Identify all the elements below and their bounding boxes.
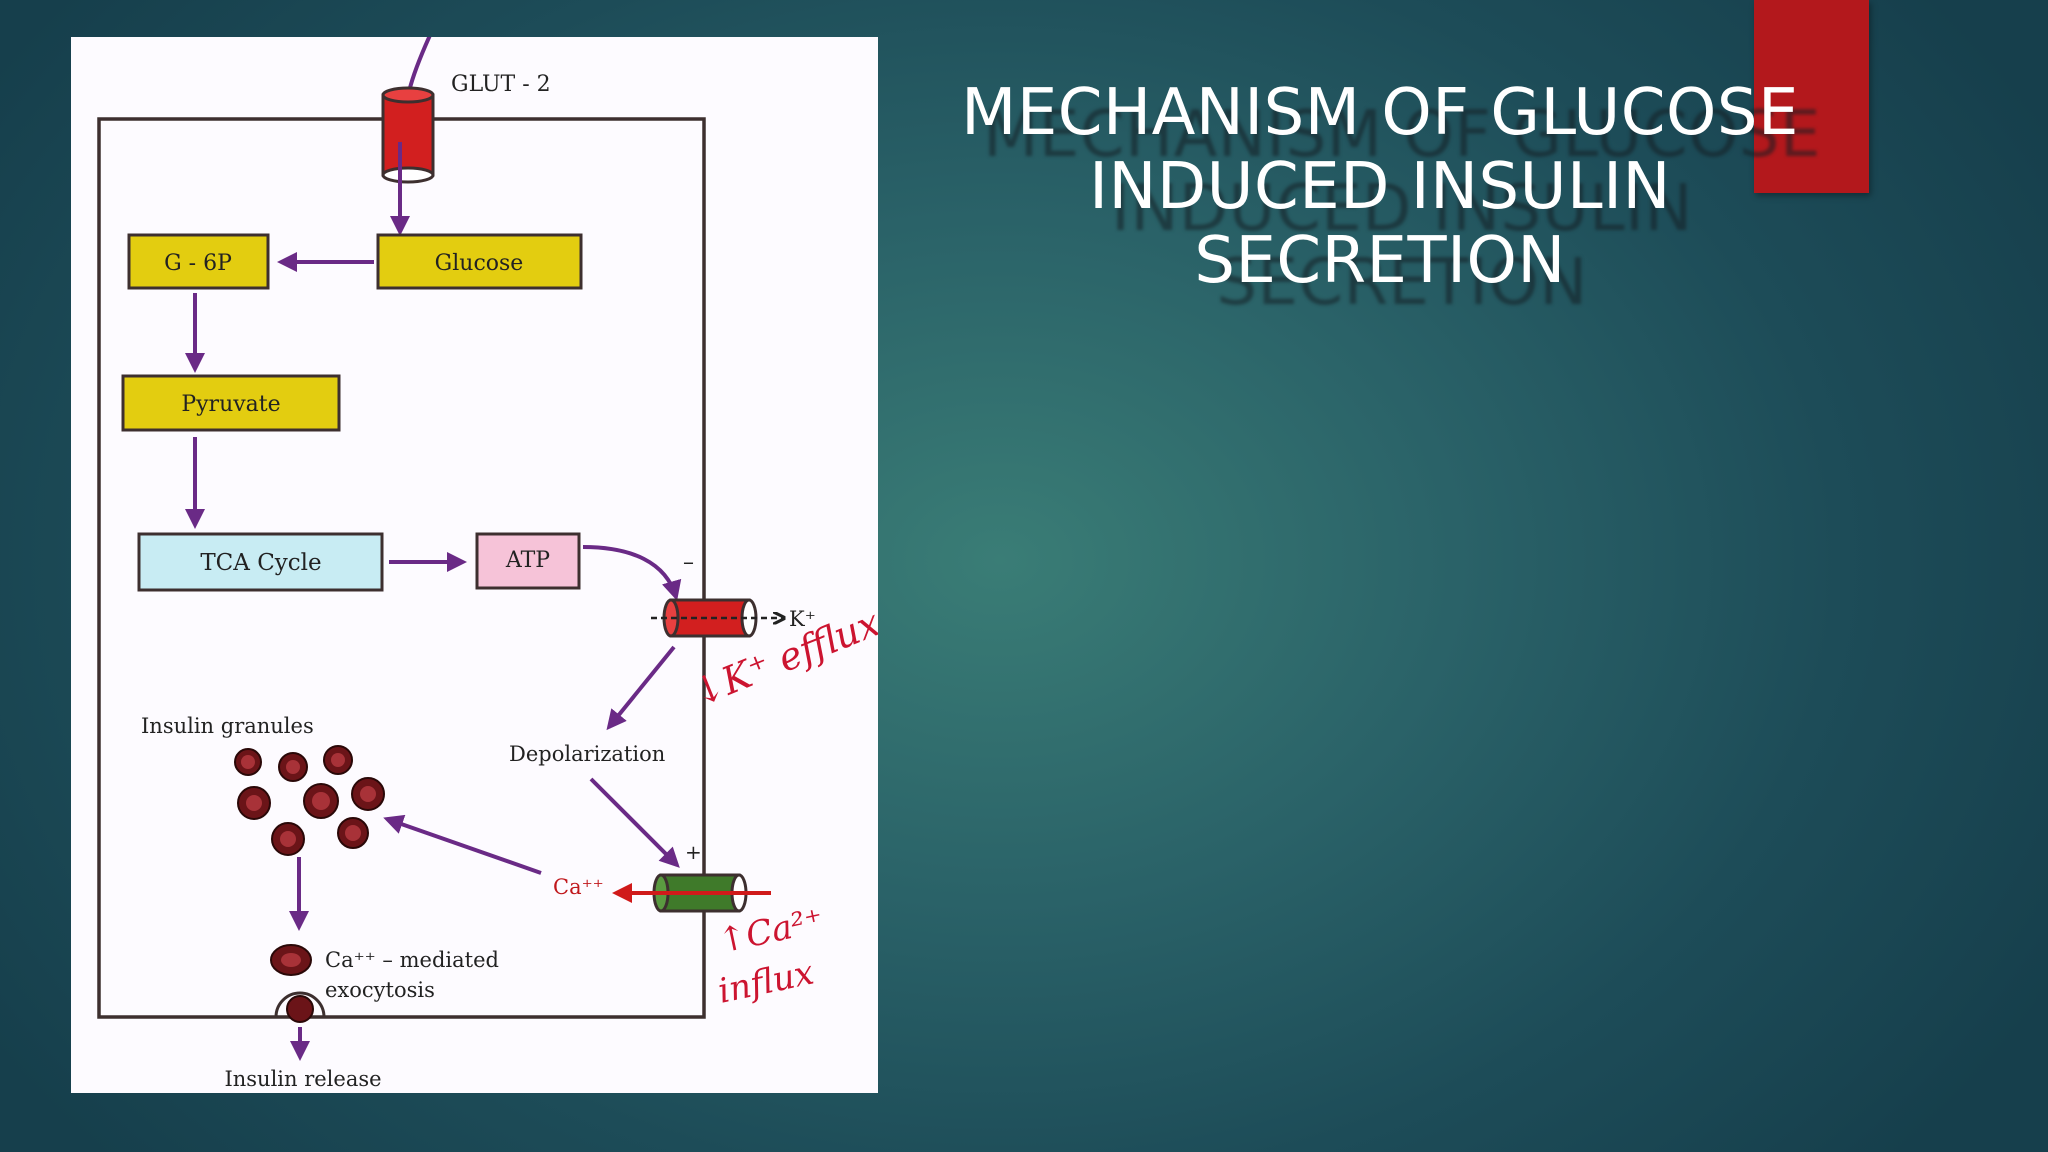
diagram-image: GLUT - 2 Glucose G - 6P Pyruvate TCA Cyc…: [71, 32, 886, 1093]
accent-bar: [1754, 0, 1869, 193]
insulin-granules: [234, 745, 385, 856]
tca-cycle-label: TCA Cycle: [200, 550, 321, 576]
pyruvate-box: [121, 374, 341, 432]
insulin-release-label: Insulin release: [224, 1067, 381, 1091]
glut2-label: GLUT - 2: [451, 72, 551, 97]
k-atp-channel: [651, 598, 783, 638]
glucose-label: Glucose: [435, 251, 524, 276]
g6p-label: G - 6P: [164, 251, 232, 276]
k-channel-minus-sign: –: [683, 550, 694, 575]
arrow-ca-to-granules: [383, 814, 542, 875]
exocytosis-label-line-2: exocytosis: [325, 978, 435, 1002]
mechanism-diagram: GLUT - 2 Glucose G - 6P Pyruvate TCA Cyc…: [97, 32, 886, 1091]
title-line-3: SECRETION: [1194, 224, 1566, 298]
k-ion-label: K⁺: [789, 607, 816, 631]
pyruvate-label: Pyruvate: [181, 392, 280, 417]
arrow-depolarization-to-ca-channel: [589, 777, 680, 868]
title-shadow-line-3: SECRETION: [1216, 246, 1588, 320]
atp-label: ATP: [505, 548, 550, 573]
title-line-2: INDUCED INSULIN: [1089, 150, 1671, 224]
glucose-box: [376, 233, 583, 290]
atp-box: [475, 532, 581, 590]
ca-ion-label: Ca⁺⁺: [553, 875, 604, 899]
handwritten-influx-note: influx: [715, 953, 818, 1012]
tca-cycle-box: [137, 532, 384, 592]
insulin-granules-label: Insulin granules: [141, 714, 314, 738]
title-line-1: MECHANISM OF GLUCOSE: [961, 76, 1799, 150]
arrow-atp-to-k-channel: [582, 545, 682, 601]
title-shadow-line-1: MECHANISM OF GLUCOSE: [983, 98, 1821, 172]
exocytosis-label-line-1: Ca⁺⁺ – mediated: [325, 948, 499, 972]
slide-title: MECHANISM OF GLUCOSE INDUCED INSULIN SEC…: [940, 76, 1820, 298]
title-shadow: MECHANISM OF GLUCOSE INDUCED INSULIN SEC…: [962, 98, 1842, 320]
membrane-fusion-granule: [274, 991, 326, 1023]
glut2-channel: [381, 86, 435, 184]
exocytosis-granule: [270, 944, 312, 976]
title-shadow-line-2: INDUCED INSULIN: [1111, 172, 1693, 246]
g6p-box: [127, 233, 270, 290]
arrow-k-to-depolarization: [606, 645, 676, 731]
depolarization-label: Depolarization: [509, 742, 665, 766]
ca-channel-plus-sign: +: [685, 840, 702, 864]
